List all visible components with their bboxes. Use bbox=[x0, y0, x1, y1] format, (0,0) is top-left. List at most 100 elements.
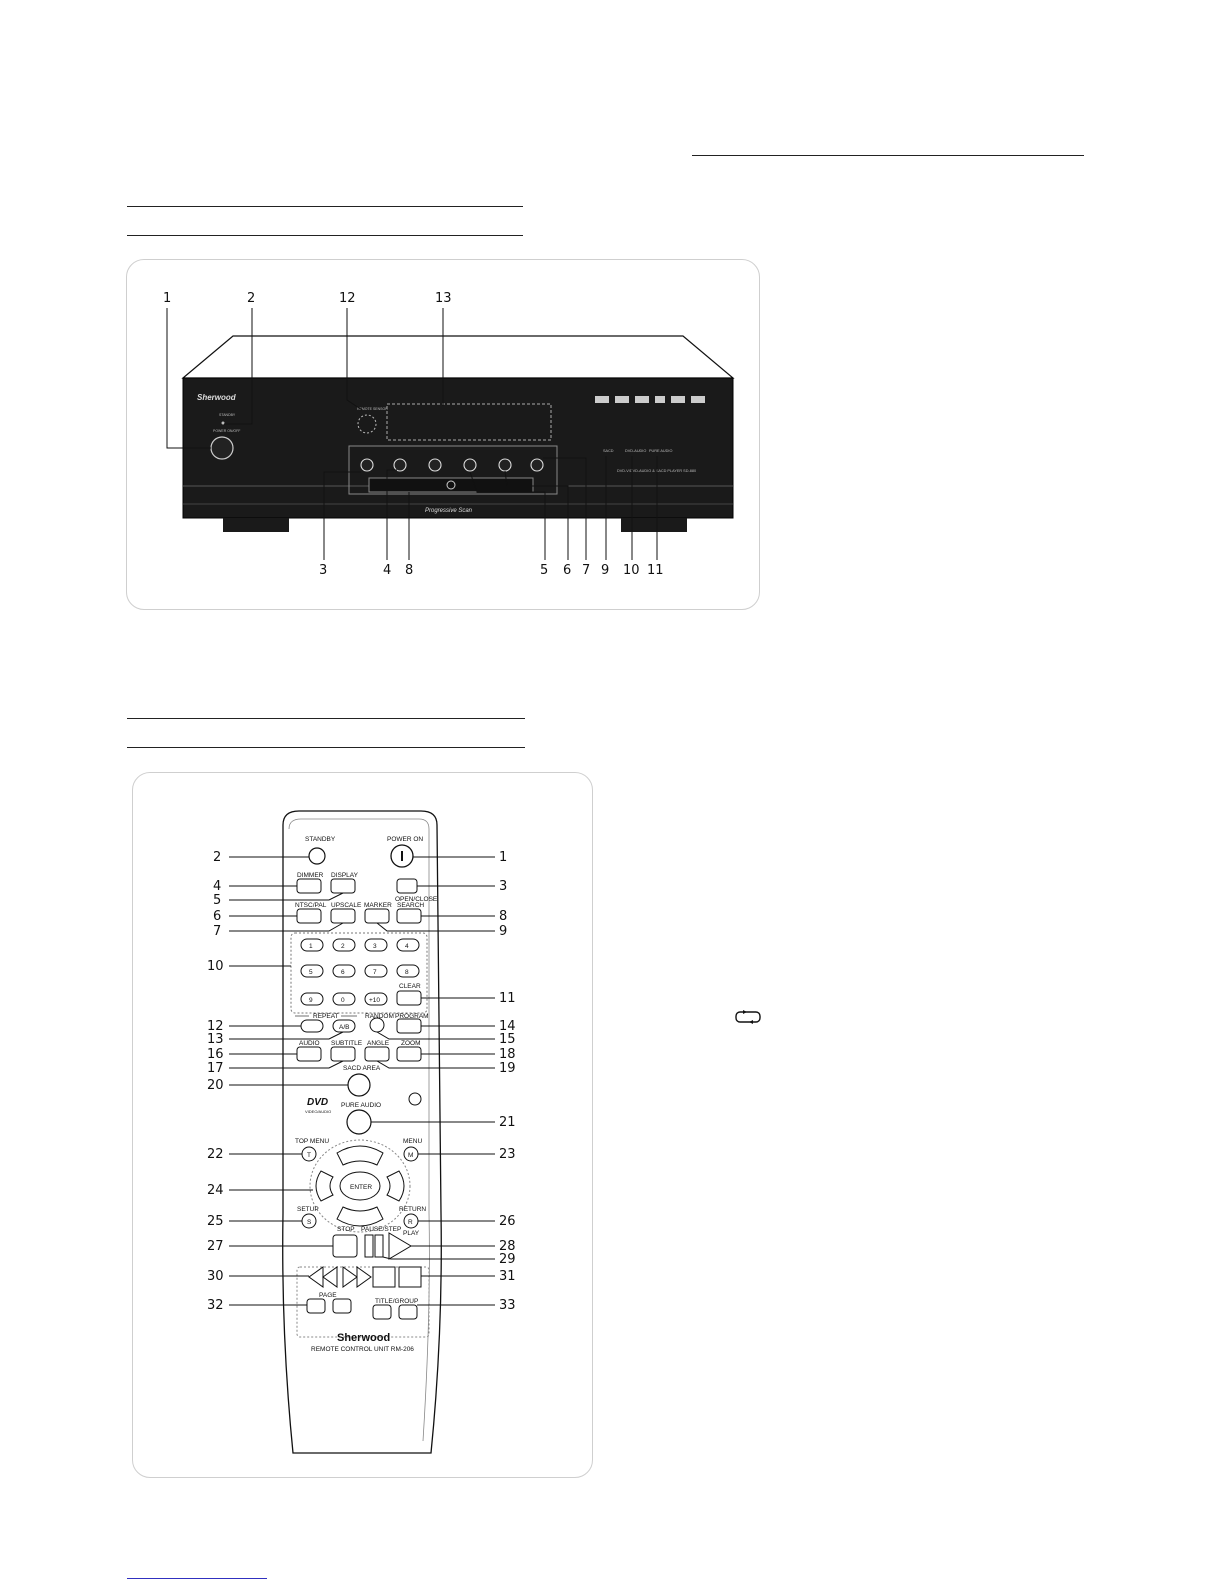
remote-callout-33: 33 bbox=[499, 1298, 516, 1313]
indicator-dvd-audio: DVD-AUDIO bbox=[625, 449, 646, 453]
numpad-3[interactable]: 3 bbox=[373, 943, 377, 950]
page-down-button[interactable] bbox=[306, 1298, 326, 1314]
open-close-button[interactable] bbox=[396, 878, 418, 894]
zoom-button[interactable] bbox=[396, 1046, 422, 1062]
remote-callout-26: 26 bbox=[499, 1214, 516, 1229]
power-button[interactable] bbox=[210, 436, 234, 460]
numpad-7[interactable]: 7 bbox=[373, 969, 377, 976]
pause-button[interactable] bbox=[463, 458, 477, 472]
remote-sensor bbox=[357, 414, 377, 434]
search-button[interactable] bbox=[396, 908, 422, 924]
subtitle-button[interactable] bbox=[330, 1046, 356, 1062]
callout-12: 12 bbox=[339, 291, 356, 306]
marker-button[interactable] bbox=[364, 908, 390, 924]
callout-9: 9 bbox=[601, 563, 609, 578]
random-button[interactable] bbox=[369, 1017, 385, 1033]
repeat-button[interactable] bbox=[300, 1019, 324, 1033]
nav-right-button[interactable] bbox=[386, 1170, 405, 1202]
pause-right-bar[interactable] bbox=[374, 1234, 384, 1258]
numpad-5[interactable]: 5 bbox=[309, 969, 313, 976]
forward-button[interactable] bbox=[342, 1266, 358, 1288]
nav-down-button[interactable] bbox=[336, 1206, 384, 1227]
pause-left-bar[interactable] bbox=[364, 1234, 374, 1258]
display-button[interactable] bbox=[330, 878, 356, 894]
open-close-button[interactable] bbox=[530, 458, 544, 472]
display-label: DISPLAY bbox=[331, 872, 359, 879]
dvd-logo: DVD bbox=[307, 1097, 328, 1108]
remote-unit-label: REMOTE CONTROL UNIT RM-206 bbox=[311, 1346, 414, 1353]
standby-indicator bbox=[221, 421, 225, 425]
pure-audio-button[interactable] bbox=[346, 1109, 372, 1135]
remote-callout-23: 23 bbox=[499, 1147, 516, 1162]
page-label: PAGE bbox=[319, 1292, 337, 1299]
skip-prev-button[interactable] bbox=[372, 1266, 396, 1288]
return-key: R bbox=[408, 1219, 413, 1226]
nav-left-button[interactable] bbox=[315, 1170, 334, 1202]
numpad-1[interactable]: 1 bbox=[309, 943, 313, 950]
next-button[interactable] bbox=[393, 458, 407, 472]
remote-callout-25: 25 bbox=[207, 1214, 224, 1229]
clear-label: CLEAR bbox=[399, 983, 421, 990]
remote-leader-lines bbox=[229, 856, 495, 1306]
front-brand-logo: Sherwood bbox=[197, 393, 237, 402]
pause-step-label: PAUSE/STEP bbox=[361, 1226, 401, 1233]
group-up-button[interactable] bbox=[398, 1304, 418, 1320]
remote-callout-7: 7 bbox=[213, 924, 221, 939]
prev-button[interactable] bbox=[360, 458, 374, 472]
skip-frame bbox=[296, 1266, 430, 1338]
remote-callout-30: 30 bbox=[207, 1269, 224, 1284]
ab-button[interactable] bbox=[332, 1019, 356, 1033]
remote-callout-29: 29 bbox=[499, 1252, 516, 1267]
fl-display bbox=[386, 403, 552, 441]
upscale-label: UPSCALE bbox=[331, 902, 362, 909]
remote-callout-4: 4 bbox=[213, 879, 221, 894]
numpad-8[interactable]: 8 bbox=[405, 969, 409, 976]
page-up-button[interactable] bbox=[332, 1298, 352, 1314]
numpad-plus10[interactable]: +10 bbox=[369, 997, 380, 1004]
numpad-2[interactable]: 2 bbox=[341, 943, 345, 950]
stop-label: STOP bbox=[337, 1226, 355, 1233]
callout-6: 6 bbox=[563, 563, 571, 578]
angle-button[interactable] bbox=[364, 1046, 390, 1062]
audio-button[interactable] bbox=[296, 1046, 322, 1062]
numpad-6[interactable]: 6 bbox=[341, 969, 345, 976]
bottom-link-underline[interactable] bbox=[127, 1578, 267, 1579]
skip-next-button[interactable] bbox=[398, 1266, 422, 1288]
callout-11: 11 bbox=[647, 563, 664, 578]
clear-button[interactable] bbox=[396, 990, 422, 1006]
repeat-icon bbox=[735, 1010, 761, 1024]
enter-button[interactable] bbox=[339, 1171, 381, 1201]
remote-diagram: STANDBY POWER ON DIMMER DISPLAY OPEN/CLO… bbox=[207, 810, 516, 1454]
left-foot bbox=[223, 518, 289, 532]
numpad-4[interactable]: 4 bbox=[405, 943, 409, 950]
remote-callout-3: 3 bbox=[499, 879, 507, 894]
numpad-0[interactable]: 0 bbox=[341, 997, 345, 1004]
standby-label: STANDBY bbox=[305, 836, 336, 843]
program-button[interactable] bbox=[396, 1018, 422, 1034]
repeat-label: REPEAT bbox=[313, 1013, 339, 1020]
ntsc-pal-button[interactable] bbox=[296, 908, 322, 924]
numpad-9[interactable]: 9 bbox=[309, 997, 313, 1004]
remote-callout-11: 11 bbox=[499, 991, 516, 1006]
callout-2: 2 bbox=[247, 291, 255, 306]
remote-callout-17: 17 bbox=[207, 1061, 224, 1076]
play-button[interactable] bbox=[498, 458, 512, 472]
remote-callout-27: 27 bbox=[207, 1239, 224, 1254]
upscale-button[interactable] bbox=[330, 908, 356, 924]
indicator-pure-audio: PURE AUDIO bbox=[649, 449, 672, 453]
search-label: SEARCH bbox=[397, 902, 424, 909]
top-menu-key: T bbox=[307, 1152, 311, 1159]
stop-button[interactable] bbox=[332, 1234, 358, 1258]
dvd-logo-sub: VIDEO/AUDIO bbox=[305, 1109, 331, 1114]
stop-button[interactable] bbox=[428, 458, 442, 472]
standby-button[interactable] bbox=[308, 847, 326, 865]
dimmer-button[interactable] bbox=[296, 878, 322, 894]
zoom-label: ZOOM bbox=[401, 1040, 421, 1047]
remote-callout-16: 16 bbox=[207, 1047, 224, 1062]
sacd-area-button[interactable] bbox=[347, 1073, 371, 1097]
subtitle-label: SUBTITLE bbox=[331, 1040, 363, 1047]
group-down-button[interactable] bbox=[372, 1304, 392, 1320]
callout-1: 1 bbox=[163, 291, 171, 306]
nav-up-button[interactable] bbox=[336, 1145, 384, 1166]
play-button[interactable] bbox=[388, 1232, 412, 1260]
